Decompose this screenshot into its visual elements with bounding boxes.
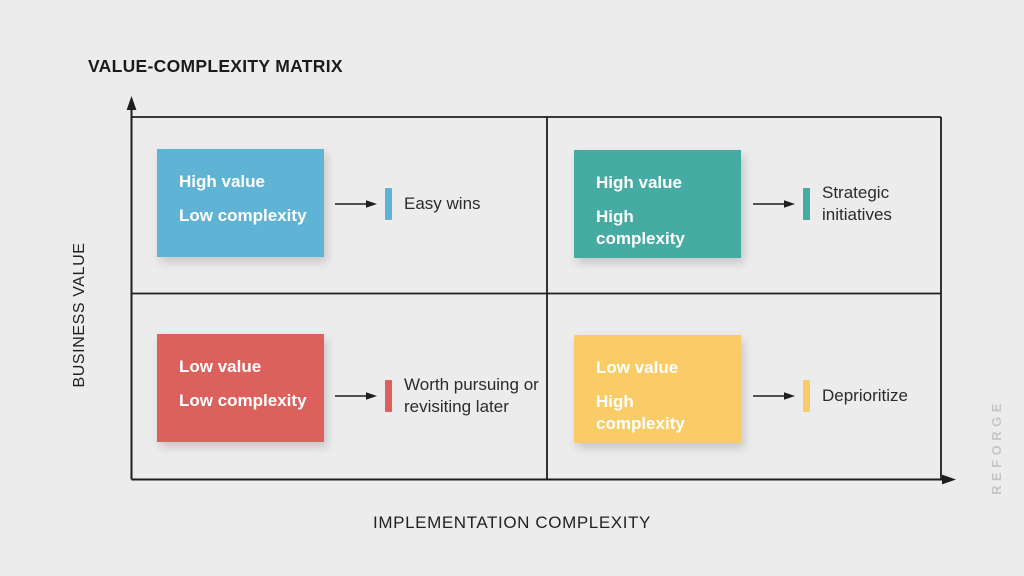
card-line1: Low value [179,357,262,376]
y-axis-label: BUSINESS VALUE [71,242,88,388]
callout-worth-pursuing: Worth pursuing or revisiting later [334,374,554,418]
card-line2: High complexity [596,392,685,433]
x-axis-arrowhead-icon [942,474,956,485]
outcome-label: Easy wins [404,194,481,213]
card-high-value-low-complexity: High value Low complexity [157,149,324,257]
x-axis-label: IMPLEMENTATION COMPLEXITY [373,513,651,532]
outcome-label: Deprioritize [822,386,908,405]
right-arrow-icon [753,392,795,400]
color-tick-icon [385,380,392,412]
outcome-label: Worth pursuing or revisiting later [404,375,539,416]
card-line1: High value [179,172,265,191]
diagram-title: VALUE-COMPLEXITY MATRIX [88,56,343,76]
color-tick-icon [803,188,810,220]
card-line1: Low value [596,358,679,377]
card-line2: Low complexity [179,206,307,225]
card-high-value-high-complexity: High value High complexity [574,150,741,258]
color-tick-icon [385,188,392,220]
outcome-label: Strategic initiatives [822,183,892,224]
color-tick-icon [803,380,810,412]
reforge-watermark: REFORGE [989,399,1004,495]
right-arrow-icon [335,200,377,208]
right-arrow-icon [335,392,377,400]
right-arrow-icon [753,200,795,208]
card-line2: High complexity [596,207,685,248]
card-line2: Low complexity [179,391,307,410]
card-low-value-high-complexity: Low value High complexity [574,335,741,443]
card-line1: High value [596,173,682,192]
card-low-value-low-complexity: Low value Low complexity [157,334,324,442]
y-axis-arrowhead-icon [126,96,137,110]
callout-deprioritize: Deprioritize [752,380,908,412]
callout-strategic-initiatives: Strategic initiatives [752,182,917,226]
callout-easy-wins: Easy wins [334,188,481,220]
